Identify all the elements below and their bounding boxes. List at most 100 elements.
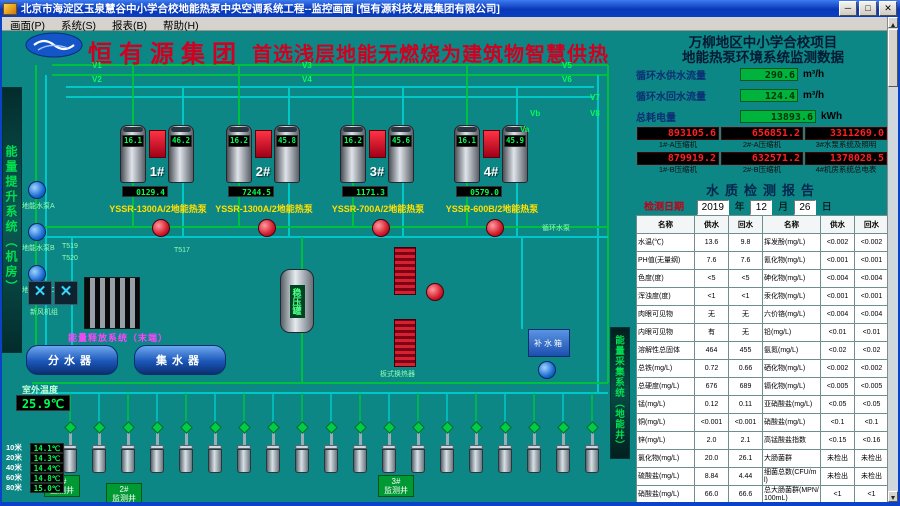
vertical-scrollbar[interactable] [887,17,898,502]
plate-heat-exchanger-icon[interactable] [394,319,416,367]
report-cell: 66.0 [694,485,729,502]
circulation-pump-icon[interactable] [258,219,276,237]
scroll-up-icon[interactable] [888,17,898,28]
panel-title-line2: 地能热泵环境系统监测数据 [682,50,844,65]
well-valve-icon[interactable] [382,421,396,434]
well-valve-icon[interactable] [121,421,135,434]
report-row: 肉眼可见物无无六价铬(mg/L)<0.004<0.004 [636,305,888,324]
report-cell: <0.002 [820,233,855,252]
well-valve-icon[interactable] [556,421,570,434]
monitor-well [91,421,107,473]
menu-system[interactable]: 系统(S) [61,20,96,32]
well-valve-icon[interactable] [237,421,251,434]
date-year-field[interactable]: 2019 [696,199,729,215]
scrollbar-thumb[interactable] [888,29,898,87]
well-valve-icon[interactable] [527,421,541,434]
well-valve-icon[interactable] [179,421,193,434]
minimize-button[interactable]: ─ [839,1,857,16]
well-valve-icon[interactable] [469,421,483,434]
scroll-down-icon[interactable] [888,491,898,502]
report-date-row: 检测日期 2019 年 12 月 26 日 [644,198,835,215]
report-cell: 20.0 [694,449,729,468]
report-cell: 26.1 [728,449,763,468]
well-valve-icon[interactable] [266,421,280,434]
ground-pump-icon[interactable] [28,181,46,199]
menu-help[interactable]: 帮助(H) [163,20,199,32]
report-cell: <0.001 [820,251,855,270]
hx-pump-icon[interactable] [426,283,444,301]
plate-heat-exchanger-icon[interactable] [394,247,416,295]
monitor-well [352,421,368,473]
fan-unit-icon[interactable]: ✕ [28,281,52,305]
well-valve-icon[interactable] [63,421,77,434]
report-cell: 汞化物(mg/L) [762,287,821,306]
report-cell: 2.1 [728,431,763,450]
well-casing [585,449,599,473]
banner-company: 恒有源集团 [88,41,243,68]
well-valve-icon[interactable] [353,421,367,434]
flow-label: 循环水供水流量 [636,70,706,82]
well-valve-icon[interactable] [498,421,512,434]
well-valve-icon[interactable] [92,421,106,434]
monitor-well [526,421,542,473]
monitor-well [178,421,194,473]
surge-tank[interactable]: 稳压罐 [280,269,314,333]
report-cell: PH值(无量纲) [636,251,695,270]
report-cell: 7.6 [728,251,763,270]
flow-row: 循环水供水流量 290.6 m³/h [636,64,888,84]
well-valve-icon[interactable] [411,421,425,434]
depth-temp-led: 15.0℃ [30,483,64,493]
well-valve-icon[interactable] [585,421,599,434]
well-pipe [532,432,536,445]
water-collector[interactable]: 集水器 [134,345,226,375]
menu-report[interactable]: 报表(B) [112,20,147,32]
runtime-led: 7244.5 [228,186,274,197]
makeup-pump-icon[interactable] [538,361,556,379]
close-button[interactable]: ✕ [879,1,897,16]
date-month-unit: 月 [778,202,789,213]
report-cell: 0.72 [694,359,729,378]
makeup-tank[interactable]: 补水箱 [528,329,570,357]
meter-value-led: 1378028.5 [805,152,887,165]
menu-screen[interactable]: 画面(P) [10,20,45,32]
well-valve-icon[interactable] [150,421,164,434]
compressor-icon [368,130,386,158]
well-casing [440,449,454,473]
fan-unit-icon[interactable]: ✕ [54,281,78,305]
circulation-pump-icon[interactable] [372,219,390,237]
report-cell: 无 [728,305,763,324]
meter-value-led: 3311269.0 [805,127,887,140]
unit-number: 3# [369,164,385,179]
date-month-field[interactable]: 12 [750,199,773,215]
well-valve-icon[interactable] [295,421,309,434]
water-distributor[interactable]: 分水器 [26,345,118,375]
report-cell: 锰(mg/L) [636,395,695,414]
report-cell: <5 [694,269,729,288]
date-day-field[interactable]: 26 [793,199,816,215]
monitor-well [410,421,426,473]
well-valve-icon[interactable] [208,421,222,434]
panel-title-line1: 万柳地区中小学合校项目 [688,35,838,50]
valve-label: V6 [562,75,572,84]
maximize-button[interactable]: □ [859,1,877,16]
report-cell: <0.001 [728,413,763,432]
circulation-pump-icon[interactable] [486,219,504,237]
well-valve-icon[interactable] [324,421,338,434]
report-cell: 硝酸盐(mg/L) [762,413,821,432]
well-casing [121,449,135,473]
circulation-pump-icon[interactable] [152,219,170,237]
data-panel: 万柳地区中小学合校项目 地能热泵环境系统监测数据 循环水供水流量 290.6 m… [636,31,888,502]
ground-pump-icon[interactable] [28,223,46,241]
report-cell: <0.001 [820,287,855,306]
well-valve-icon[interactable] [440,421,454,434]
well-cap [150,445,164,449]
report-cell: <5 [728,269,763,288]
depth-temp-led: 14.3℃ [30,453,64,463]
